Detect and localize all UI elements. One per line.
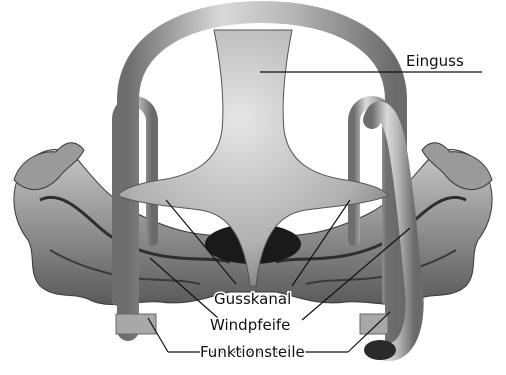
- label-gusskanal: Gusskanal: [214, 290, 291, 308]
- label-windpfeife-group: Windpfeife Windpfeife: [210, 316, 290, 334]
- label-gusskanal-group: Gusskanal Gusskanal: [214, 290, 291, 308]
- label-funktionsteile-group: Funktionsteile Funktionsteile: [200, 343, 305, 361]
- functional-part-right: [360, 314, 388, 334]
- functional-part-left: [116, 314, 156, 334]
- label-einguss-group: Einguss Einguss: [406, 52, 464, 70]
- label-funktionsteile: Funktionsteile: [200, 343, 305, 361]
- label-windpfeife: Windpfeife: [210, 316, 290, 334]
- label-einguss: Einguss: [406, 52, 464, 70]
